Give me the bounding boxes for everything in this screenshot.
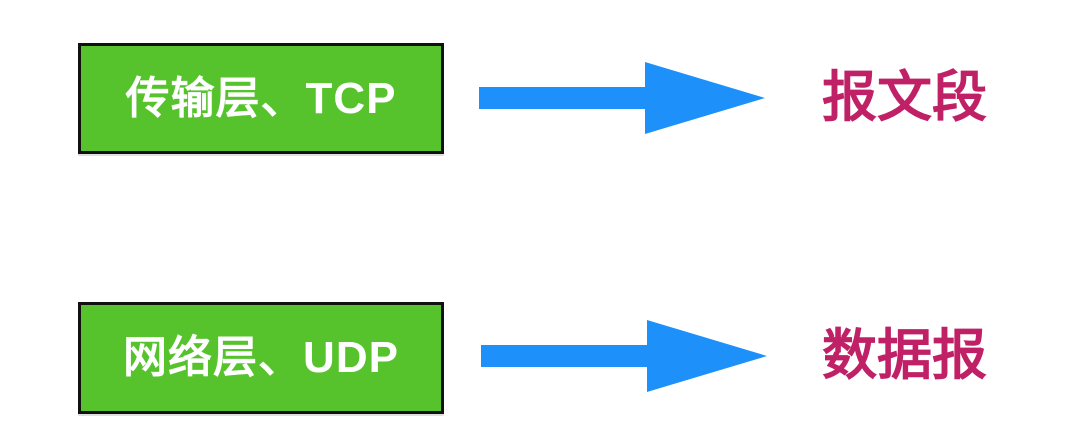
transport-layer-box: 传输层、TCP — [78, 43, 444, 154]
segment-result-label: 报文段 — [822, 66, 988, 128]
network-layer-box: 网络层、UDP — [78, 302, 444, 414]
right-arrow-icon — [479, 62, 765, 134]
network-layer-label: 网络层、UDP — [123, 333, 399, 382]
datagram-result-label: 数据报 — [822, 324, 988, 386]
transport-layer-label: 传输层、TCP — [125, 73, 397, 123]
right-arrow-icon — [481, 320, 767, 392]
